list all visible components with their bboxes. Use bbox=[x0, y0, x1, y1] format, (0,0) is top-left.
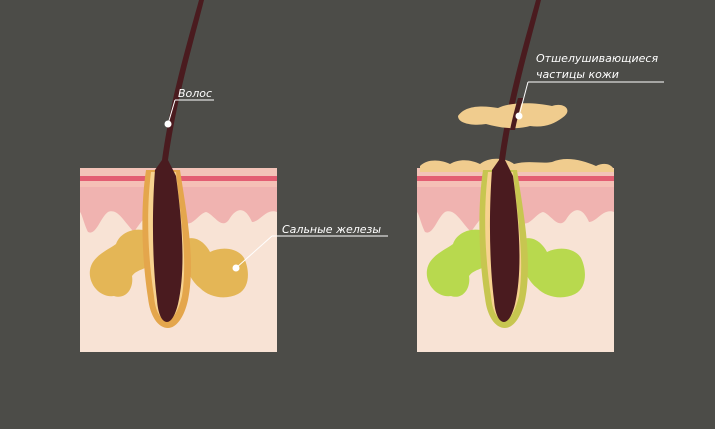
sebaceous-glands-label: Сальные железы bbox=[282, 223, 381, 236]
flakes-pointer-dot bbox=[515, 112, 523, 120]
flaking-label-line1: Отшелушивающиеся bbox=[536, 52, 658, 65]
skin-block-normal: Волос Сальные железы bbox=[80, 0, 388, 352]
hair-shaft-normal bbox=[152, 0, 204, 322]
sebaceous-gland-left-normal bbox=[89, 229, 152, 297]
skin-flakes-surface bbox=[420, 158, 614, 172]
flakes-leader-line bbox=[518, 81, 529, 117]
hair-leader-line bbox=[167, 99, 176, 125]
skin-block-affected: Отшелушивающиеся частицы кожи bbox=[417, 0, 664, 352]
glands-leader-line bbox=[235, 235, 273, 269]
sebaceous-gland-right-affected bbox=[521, 238, 585, 298]
hair-pointer-dot bbox=[164, 120, 172, 128]
hair-shaft-affected bbox=[489, 0, 541, 322]
floating-skin-flake bbox=[458, 103, 568, 129]
glands-pointer-dot bbox=[232, 264, 240, 272]
sebaceous-gland-left-affected bbox=[426, 229, 489, 297]
hair-label: Волос bbox=[178, 87, 212, 100]
flaking-label-line2: частицы кожи bbox=[536, 68, 619, 81]
sebaceous-gland-right-normal bbox=[184, 238, 248, 298]
